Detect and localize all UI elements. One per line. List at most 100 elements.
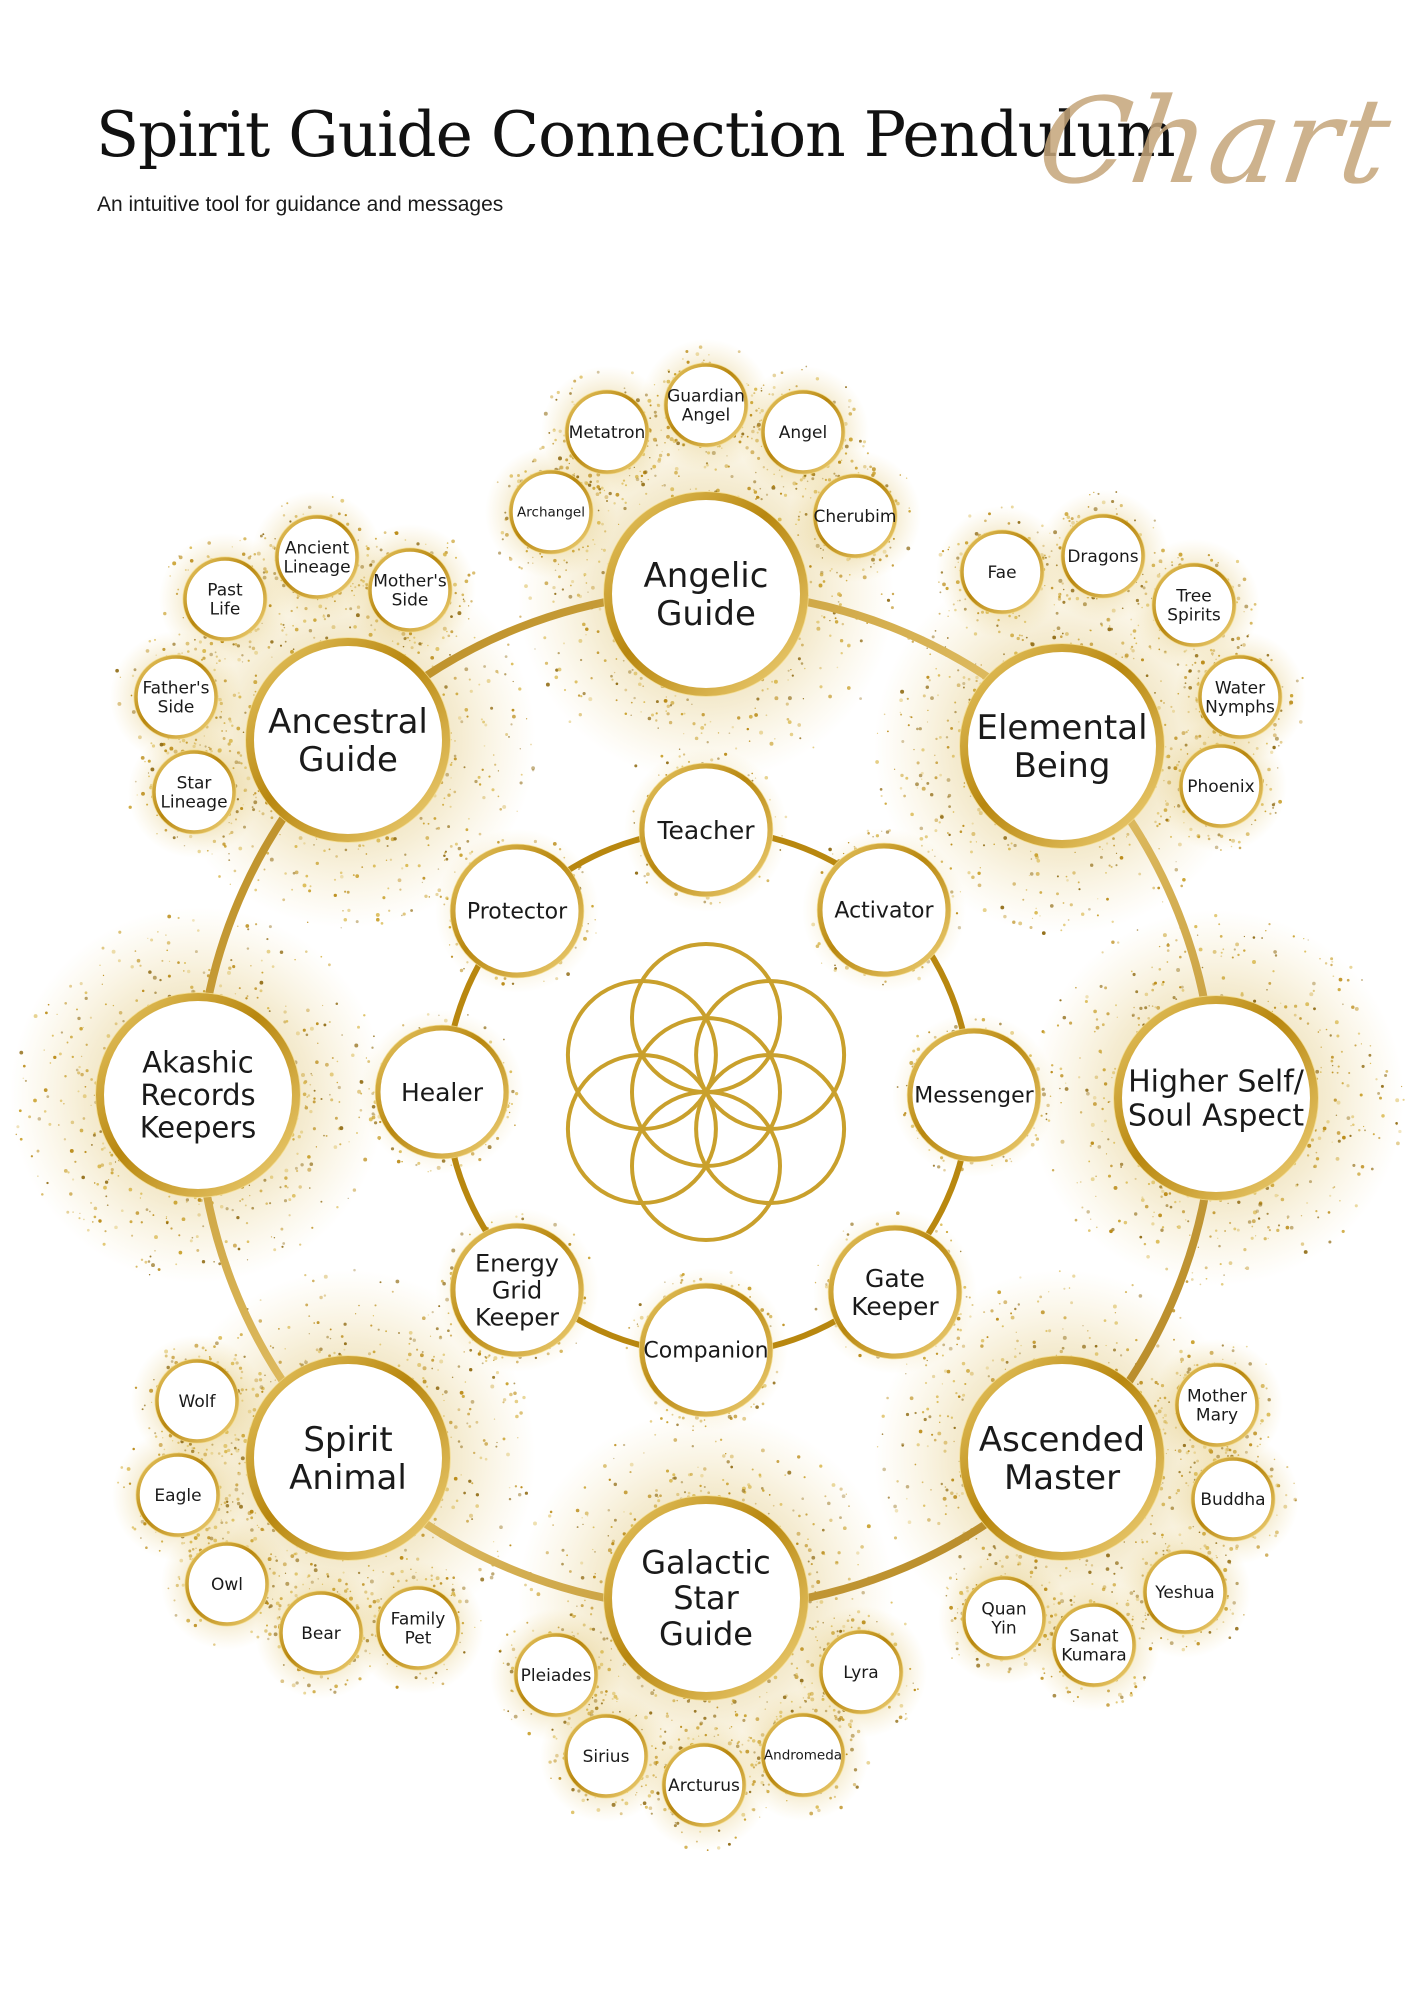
sub-guide-yeshua[interactable]: Yeshua [1142, 1549, 1228, 1635]
sub-guide-sirius[interactable]: Sirius [563, 1713, 649, 1799]
sub-guide-fae[interactable]: Fae [959, 529, 1045, 615]
sub-guide-phoenix[interactable]: Phoenix [1178, 743, 1264, 829]
sub-guide-buddha-label: Buddha [1200, 1490, 1265, 1510]
main-guide-ancestral-guide-label: Guide [298, 740, 398, 780]
inner-role-energy-grid-keeper-label: Grid [492, 1276, 542, 1304]
sub-guide-star-lineage-label: Lineage [160, 793, 227, 813]
sub-guide-ancient-lineage-label: Lineage [283, 558, 350, 578]
sub-guide-family-pet-label: Family [391, 1609, 446, 1629]
main-guide-higher-self-soul-aspect[interactable]: Higher Self/Soul Aspect [1113, 995, 1319, 1201]
sub-guide-buddha[interactable]: Buddha [1190, 1456, 1276, 1542]
sub-guide-yeshua-label: Yeshua [1154, 1583, 1214, 1603]
main-guide-akashic-records-keepers-label: Keepers [140, 1111, 257, 1145]
inner-role-teacher-label: Teacher [657, 816, 756, 845]
main-guide-galactic-star-guide-label: Galactic [641, 1543, 771, 1581]
main-guide-elemental-being-label: Elemental [976, 708, 1147, 748]
sub-guide-father-s-side-label: Father's [142, 678, 209, 698]
main-guide-galactic-star-guide-label: Star [673, 1579, 739, 1617]
sub-guide-father-s-side-label: Side [158, 698, 195, 718]
sub-guide-archangel-label: Archangel [517, 505, 585, 521]
main-guide-ascended-master-label: Ascended [979, 1420, 1145, 1460]
sub-guide-cherubim-label: Cherubim [814, 507, 897, 527]
sub-guide-quan-yin-label: Yin [990, 1619, 1016, 1639]
page-title: Spirit Guide Connection Pendulum [96, 98, 1176, 171]
sub-guide-archangel[interactable]: Archangel [508, 469, 594, 555]
sub-guide-dragons-label: Dragons [1067, 547, 1138, 567]
inner-role-protector-label: Protector [467, 900, 568, 925]
inner-role-teacher[interactable]: Teacher [638, 762, 774, 898]
sub-guide-pleiades-label: Pleiades [521, 1666, 592, 1686]
seed-of-life-icon [565, 942, 847, 1242]
sub-guide-andromeda[interactable]: Andromeda [760, 1712, 846, 1798]
sub-guide-dragons[interactable]: Dragons [1060, 513, 1146, 599]
page-subtitle: An intuitive tool for guidance and messa… [97, 193, 504, 216]
sub-guide-pleiades[interactable]: Pleiades [513, 1632, 599, 1718]
sub-guide-eagle[interactable]: Eagle [135, 1452, 221, 1538]
sub-guide-sanat-kumara-label: Kumara [1061, 1646, 1126, 1666]
inner-role-messenger[interactable]: Messenger [906, 1027, 1042, 1163]
main-guide-higher-self-soul-aspect-label: Soul Aspect [1128, 1098, 1304, 1133]
sub-guide-sanat-kumara-label: Sanat [1069, 1626, 1118, 1646]
sub-guide-angel[interactable]: Angel [760, 389, 846, 475]
inner-role-gate-keeper-label: Gate [865, 1264, 925, 1293]
sub-guide-water-nymphs-label: Water [1215, 678, 1265, 698]
sub-guide-mother-mary-label: Mary [1196, 1406, 1238, 1426]
sub-guide-arcturus[interactable]: Arcturus [661, 1742, 747, 1828]
sub-guide-bear-label: Bear [301, 1624, 341, 1644]
main-guide-angelic-guide-label: Guide [656, 594, 756, 634]
main-guide-angelic-guide-label: Angelic [644, 556, 769, 596]
inner-role-gate-keeper-label: Keeper [851, 1292, 939, 1321]
inner-role-healer[interactable]: Healer [374, 1024, 510, 1160]
main-guide-galactic-star-guide-label: Guide [659, 1615, 753, 1653]
sub-guide-cherubim[interactable]: Cherubim [812, 473, 898, 559]
main-guide-ascended-master-label: Master [1004, 1458, 1120, 1498]
sub-guide-eagle-label: Eagle [154, 1486, 201, 1506]
sub-guide-sirius-label: Sirius [583, 1747, 630, 1767]
sub-guide-star-lineage-label: Star [177, 773, 212, 793]
sub-guide-quan-yin-label: Quan [981, 1599, 1026, 1619]
sub-guide-tree-spirits-label: Spirits [1167, 606, 1221, 626]
sub-guide-lyra-label: Lyra [843, 1663, 878, 1683]
inner-role-protector[interactable]: Protector [449, 843, 585, 979]
inner-role-activator-label: Activator [834, 899, 934, 924]
sub-guide-wolf[interactable]: Wolf [154, 1358, 240, 1444]
inner-role-energy-grid-keeper-label: Keeper [475, 1303, 559, 1331]
sub-guide-metatron[interactable]: Metatron [564, 389, 650, 475]
inner-role-messenger-label: Messenger [914, 1084, 1034, 1109]
sub-guide-guardian-angel-label: Angel [682, 406, 730, 426]
sub-guide-owl[interactable]: Owl [184, 1541, 270, 1627]
main-guide-akashic-records-keepers-label: Akashic [142, 1046, 253, 1080]
sub-guide-mother-s-side-label: Mother's [373, 571, 447, 591]
sub-guide-andromeda-label: Andromeda [764, 1748, 842, 1764]
sub-guide-lyra[interactable]: Lyra [818, 1629, 904, 1715]
sub-guide-arcturus-label: Arcturus [668, 1776, 740, 1796]
sub-guide-bear[interactable]: Bear [278, 1590, 364, 1676]
inner-role-companion[interactable]: Companion [638, 1282, 774, 1418]
inner-role-activator[interactable]: Activator [816, 842, 952, 978]
main-guide-akashic-records-keepers-label: Records [140, 1078, 255, 1112]
main-guide-ancestral-guide-label: Ancestral [268, 702, 428, 742]
sub-guide-guardian-angel-label: Guardian [667, 386, 745, 406]
